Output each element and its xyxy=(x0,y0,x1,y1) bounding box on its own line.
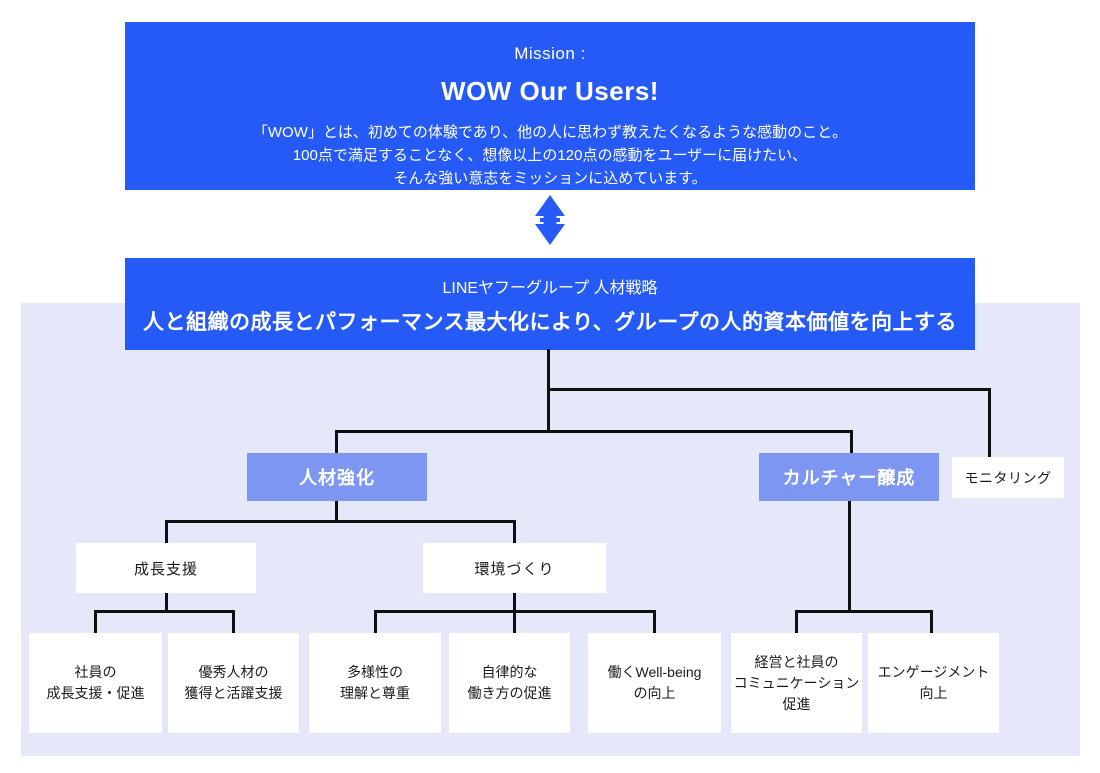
connector-init3-drop xyxy=(374,610,377,635)
connector-subtheme2-drop xyxy=(513,520,516,545)
connector-kankyo-vertical xyxy=(513,593,516,634)
strategy-label: LINEヤフーグループ 人材戦略 xyxy=(442,280,658,297)
initiative-line: 社員の xyxy=(74,664,117,680)
initiative-line: 多様性の xyxy=(347,664,403,680)
connector-pillars-horizontal xyxy=(335,430,853,433)
initiative-line: 自律的な xyxy=(481,664,538,680)
initiative-box: 働くWell-being の向上 xyxy=(588,633,721,733)
initiative-box: 経営と社員の コミュニケーション 促進 xyxy=(731,633,862,733)
connector-root-vertical xyxy=(547,349,550,433)
initiative-line: 獲得と活躍支援 xyxy=(184,685,283,701)
initiative-line: 優秀人材の xyxy=(198,664,269,680)
pillar-label: カルチャー醸成 xyxy=(782,468,916,488)
connector-monitoring-vertical xyxy=(988,388,991,459)
connector-culture-vertical xyxy=(848,501,851,613)
connector-pillar1-drop xyxy=(335,430,338,455)
connector-subtheme1-drop xyxy=(165,520,168,545)
connector-init5-drop xyxy=(653,610,656,635)
pillar-jinzai-kyoka: 人材強化 xyxy=(247,453,427,501)
connector-monitoring-horizontal xyxy=(547,388,991,391)
subtheme-kankyo-zukuri: 環境づくり xyxy=(423,543,606,593)
initiative-box: エンゲージメント 向上 xyxy=(868,633,999,733)
strategy-box: LINEヤフーグループ 人材戦略 人と組織の成長とパフォーマンス最大化により、グ… xyxy=(125,258,975,350)
initiative-box: 自律的な 働き方の促進 xyxy=(449,633,570,733)
connector-culture-horizontal xyxy=(795,610,933,613)
connector-init1-drop xyxy=(94,610,97,635)
mission-description-line: そんな強い意志をミッションに込めています。 xyxy=(393,170,707,187)
mission-box: Mission : WOW Our Users! 「WOW」とは、初めての体験で… xyxy=(125,22,975,190)
connector-subthemes-horizontal xyxy=(165,520,516,523)
initiative-line: 促進 xyxy=(782,695,811,712)
connector-init7-drop xyxy=(930,610,933,635)
initiative-line: 働き方の促進 xyxy=(467,685,552,701)
initiative-box: 多様性の 理解と尊重 xyxy=(309,633,441,733)
pillar-label: モニタリング xyxy=(964,469,1052,486)
connector-seicho-horizontal xyxy=(94,610,235,613)
mission-description-line: 100点で満足することなく、想像以上の120点の感動をユーザーに届けたい、 xyxy=(292,147,808,164)
connector-init6-drop xyxy=(795,610,798,635)
strategy-title: 人と組織の成長とパフォーマンス最大化により、グループの人的資本価値を向上する xyxy=(142,311,958,334)
initiative-line: 働くWell-being xyxy=(607,664,702,680)
mission-title: WOW Our Users! xyxy=(441,76,659,106)
connector-seicho-vertical xyxy=(165,593,168,613)
mission-description: 「WOW」とは、初めての体験であり、他の人に思わず教えたくなるような感動のこと。… xyxy=(125,121,975,190)
initiative-line: 理解と尊重 xyxy=(340,685,410,701)
initiative-line: 向上 xyxy=(919,685,948,701)
subtheme-label: 環境づくり xyxy=(474,560,555,578)
initiative-line: コミュニケーション xyxy=(733,674,860,691)
initiative-line: 成長支援・促進 xyxy=(46,685,145,701)
up-down-arrow-icon xyxy=(534,195,566,245)
mission-description-line: 「WOW」とは、初めての体験であり、他の人に思わず教えたくなるような感動のこと。 xyxy=(252,124,848,141)
initiative-line: エンゲージメント xyxy=(877,664,990,680)
connector-kankyo-horizontal xyxy=(374,610,656,613)
initiative-line: 経営と社員の xyxy=(754,653,839,670)
pillar-monitoring: モニタリング xyxy=(952,457,1064,498)
mission-label: Mission : xyxy=(514,44,586,63)
initiative-box: 優秀人材の 獲得と活躍支援 xyxy=(168,633,299,733)
subtheme-label: 成長支援 xyxy=(133,560,198,578)
initiative-box: 社員の 成長支援・促進 xyxy=(29,633,162,733)
connector-init2-drop xyxy=(232,610,235,635)
connector-jinzai-vertical xyxy=(335,501,338,523)
pillar-label: 人材強化 xyxy=(299,468,375,488)
subtheme-seicho-shien: 成長支援 xyxy=(76,543,256,593)
connector-pillar2-drop xyxy=(850,430,853,455)
pillar-culture-josei: カルチャー醸成 xyxy=(759,453,939,501)
initiative-line: の向上 xyxy=(633,685,676,701)
